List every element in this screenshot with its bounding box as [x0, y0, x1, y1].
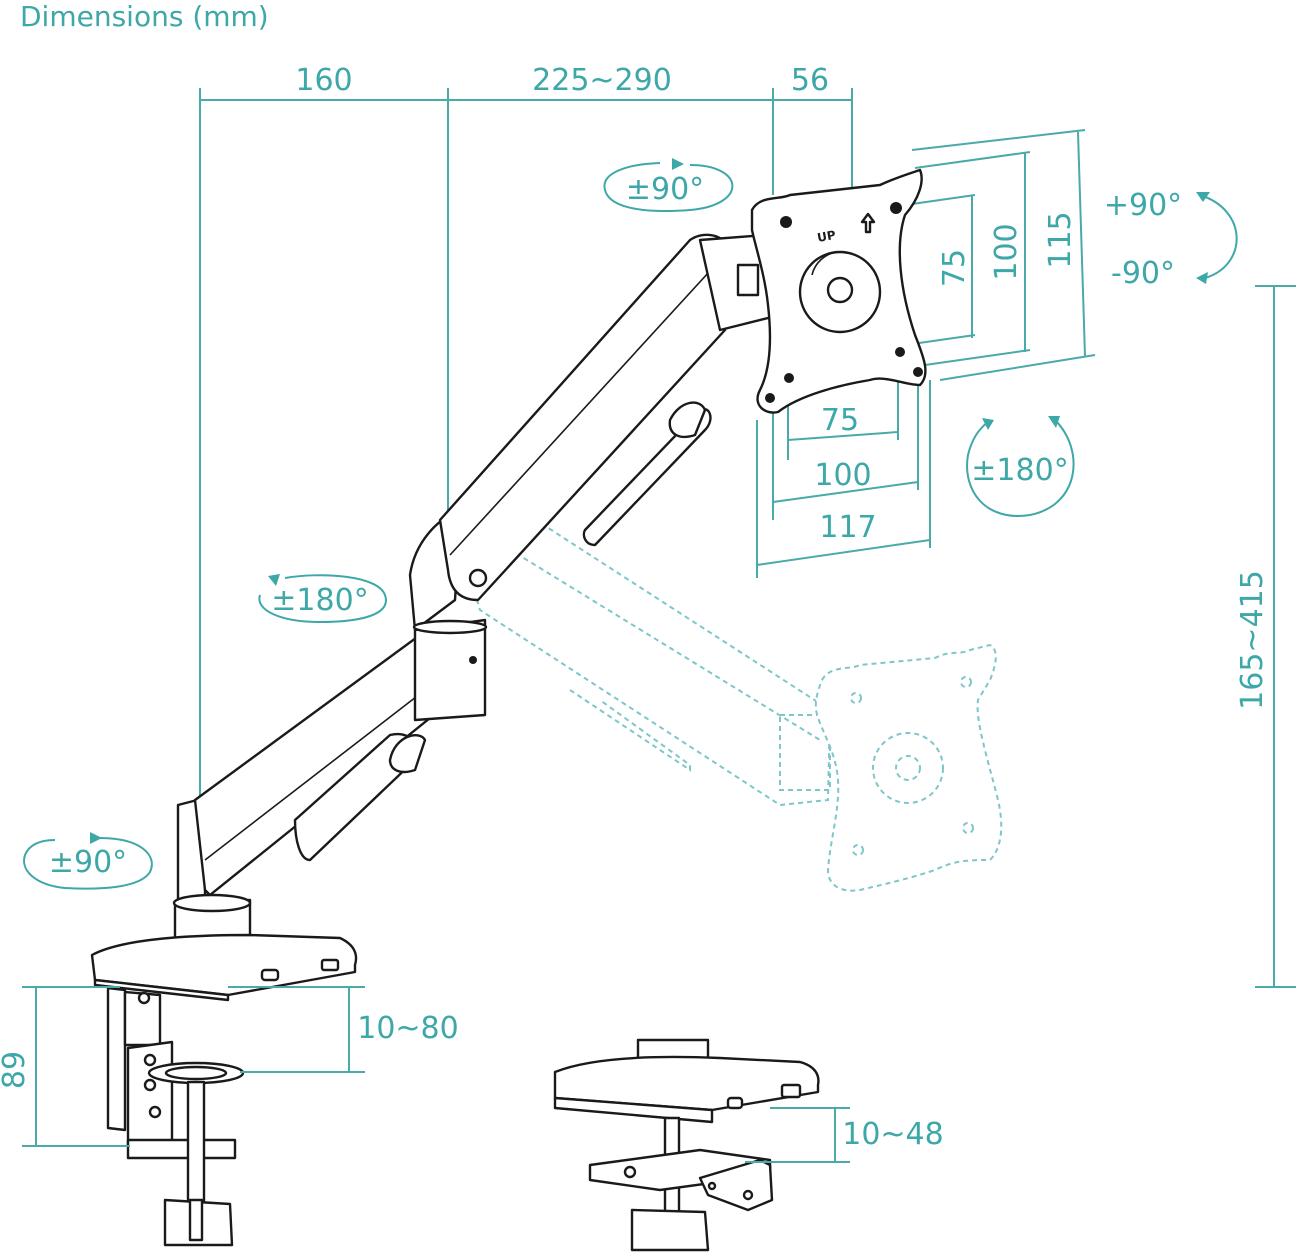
rotation-base — [23, 832, 153, 890]
dim-arm-segment-2: 225~290 — [532, 63, 672, 98]
height-dim-lines — [1255, 285, 1296, 988]
ghost-lowered-arm — [448, 498, 1003, 892]
plate-up-label: UP — [816, 228, 837, 245]
rotation-tilt-down-label: -90° — [1111, 256, 1175, 291]
pole-and-base — [90, 796, 358, 1002]
dim-height-range: 165~415 — [1235, 570, 1270, 710]
dim-plate-w-117: 117 — [819, 510, 876, 545]
lower-arm — [193, 633, 442, 897]
dim-vesa-w-75: 75 — [821, 403, 859, 438]
dim-vesa-h-100: 100 — [989, 223, 1024, 280]
dim-plate-depth: 56 — [791, 63, 829, 98]
diagram-title: Dimensions (mm) — [20, 0, 269, 33]
clamp-dim-lines — [22, 986, 365, 1147]
dim-grommet-thickness: 10~48 — [842, 1117, 943, 1152]
grommet-mount — [553, 1038, 820, 1252]
dim-arm-segment-1: 160 — [295, 63, 352, 98]
rotation-head-swivel — [603, 158, 734, 212]
vesa-plate — [750, 168, 927, 414]
top-dimension-lines — [199, 88, 853, 820]
rotation-elbow — [258, 574, 387, 624]
upper-arm — [438, 233, 782, 602]
dim-clamp-thickness: 10~80 — [357, 1011, 458, 1046]
rotation-elbow-label: ±180° — [271, 583, 368, 618]
dim-vesa-w-100: 100 — [814, 458, 871, 493]
dim-plate-h-115: 115 — [1043, 211, 1078, 268]
dim-vesa-h-75: 75 — [937, 249, 972, 287]
rotation-plate-label: ±180° — [971, 453, 1068, 488]
rotation-base-label: ±90° — [49, 845, 127, 880]
vesa-vertical-dim-lines — [904, 129, 1096, 381]
c-clamp — [106, 986, 245, 1247]
vesa-horizontal-dim-lines — [756, 360, 931, 578]
grommet-dim-lines — [745, 1107, 850, 1163]
rotation-head-swivel-label: ±90° — [626, 172, 704, 207]
rotation-tilt-up-label: +90° — [1104, 188, 1182, 223]
dim-clamp-height: 89 — [0, 1051, 32, 1089]
rotation-tilt — [1196, 192, 1238, 284]
rotation-plate — [966, 416, 1075, 517]
